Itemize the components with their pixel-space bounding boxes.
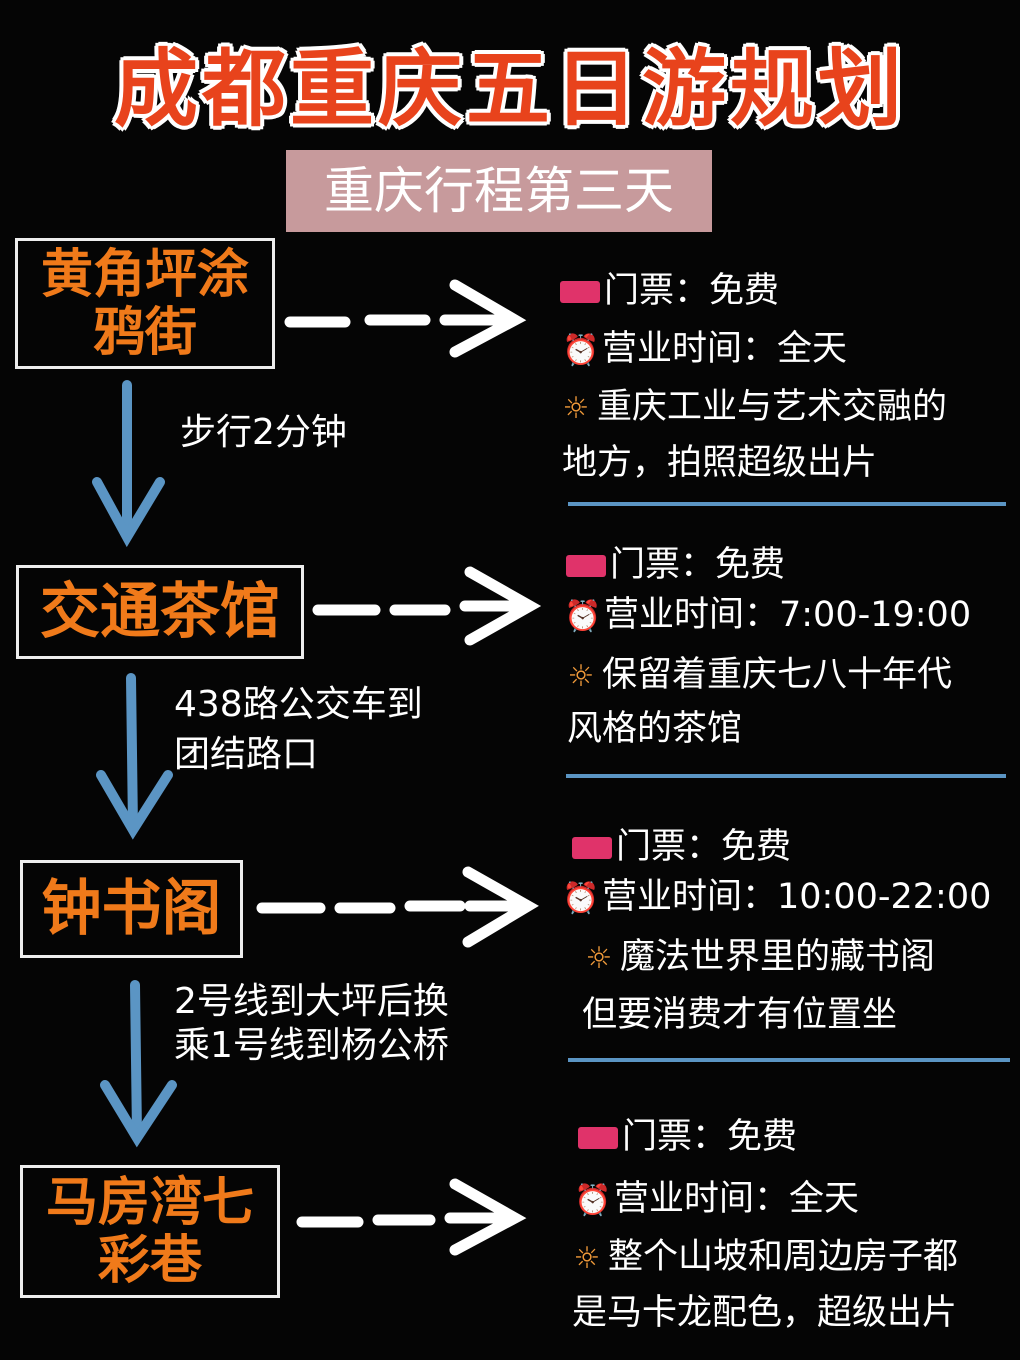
- hours-info-1: ⏰营业时间：全天: [560, 320, 847, 371]
- ticket-text: 门票：免费: [616, 827, 792, 867]
- desc-info-4: ☼整个山坡和周边房子都: [566, 1228, 958, 1279]
- transit-line: 乘1号线到杨公桥: [174, 1025, 449, 1066]
- down-arrows: [92, 380, 177, 1148]
- spot-box-4: 马房湾七彩巷: [20, 1165, 280, 1298]
- sun-icon: ☼: [567, 658, 595, 694]
- hours-text: 营业时间：7:00-19:00: [604, 595, 972, 635]
- transit-line: 438路公交车到: [174, 684, 423, 725]
- ticket-info-4: 门票：免费: [578, 1108, 797, 1159]
- ticket-icon: [572, 837, 612, 859]
- transit-3: 2号线到大坪后换乘1号线到杨公桥: [174, 980, 449, 1068]
- desc-text: 保留着重庆七八十年代: [602, 655, 953, 695]
- desc-info-2b: 风格的茶馆: [567, 709, 743, 749]
- ticket-text: 门票：免费: [610, 545, 786, 585]
- desc-info-2: ☼保留着重庆七八十年代: [560, 646, 952, 697]
- sun-icon: ☼: [562, 390, 590, 426]
- right-arrows: [256, 279, 542, 1256]
- spot-box-1: 黄角坪涂鸦街: [15, 238, 275, 369]
- day-subtitle: 重庆行程第三天: [286, 150, 712, 232]
- hours-text: 营业时间：10:00-22:00: [602, 877, 992, 917]
- transit-line: 2号线到大坪后换: [174, 981, 449, 1022]
- desc-info-3b: 但要消费才有位置坐: [582, 995, 898, 1035]
- hours-info-2: ⏰营业时间：7:00-19:00: [562, 586, 971, 637]
- ticket-info-1: 门票：免费: [560, 262, 779, 313]
- poster-title: 成都重庆五日游规划: [113, 39, 906, 138]
- desc-info-1b: 地方，拍照超级出片: [562, 443, 878, 483]
- ticket-text: 门票：免费: [604, 271, 780, 311]
- arrow-right-4: [296, 1178, 527, 1256]
- divider-3: [568, 1058, 1010, 1062]
- transit-line: 步行2分钟: [180, 412, 347, 453]
- sun-icon: ☼: [585, 940, 613, 976]
- ticket-icon: [566, 555, 606, 577]
- transit-line: 团结路口: [174, 734, 319, 775]
- ticket-icon: [578, 1127, 618, 1149]
- alarm-clock-icon: ⏰: [562, 880, 600, 916]
- ticket-text: 门票：免费: [622, 1117, 798, 1157]
- alarm-clock-icon: ⏰: [564, 598, 602, 634]
- spot-box-3: 钟书阁: [20, 860, 243, 958]
- spot-box-2: 交通茶馆: [16, 565, 304, 659]
- alarm-clock-icon: ⏰: [574, 1182, 612, 1218]
- desc-info-4b: 是马卡龙配色，超级出片: [572, 1293, 958, 1333]
- transit-1: 步行2分钟: [180, 408, 347, 458]
- desc-text: 重庆工业与艺术交融的: [597, 387, 948, 427]
- transit-2: 438路公交车到团结路口: [174, 680, 423, 780]
- arrow-right-2: [312, 566, 542, 646]
- ticket-icon: [560, 281, 600, 303]
- ticket-info-3: 门票：免费: [572, 818, 791, 869]
- arrow-down-3: [100, 980, 177, 1148]
- arrow-right-3: [256, 866, 539, 948]
- hours-text: 营业时间：全天: [602, 329, 848, 369]
- desc-info-1: ☼重庆工业与艺术交融的: [555, 378, 947, 429]
- alarm-clock-icon: ⏰: [562, 332, 600, 368]
- desc-text: 魔法世界里的藏书阁: [620, 937, 936, 977]
- hours-info-4: ⏰营业时间：全天: [572, 1170, 859, 1221]
- arrow-right-1: [284, 279, 527, 358]
- desc-text: 整个山坡和周边房子都: [608, 1237, 959, 1277]
- sun-icon: ☼: [573, 1240, 601, 1276]
- hours-info-3: ⏰营业时间：10:00-22:00: [560, 868, 991, 919]
- arrow-down-1: [92, 380, 165, 548]
- divider-2: [566, 774, 1006, 778]
- divider-1: [568, 502, 1006, 506]
- arrow-down-2: [96, 673, 173, 840]
- ticket-info-2: 门票：免费: [566, 536, 785, 587]
- desc-info-3: ☼魔法世界里的藏书阁: [578, 928, 935, 979]
- hours-text: 营业时间：全天: [614, 1179, 860, 1219]
